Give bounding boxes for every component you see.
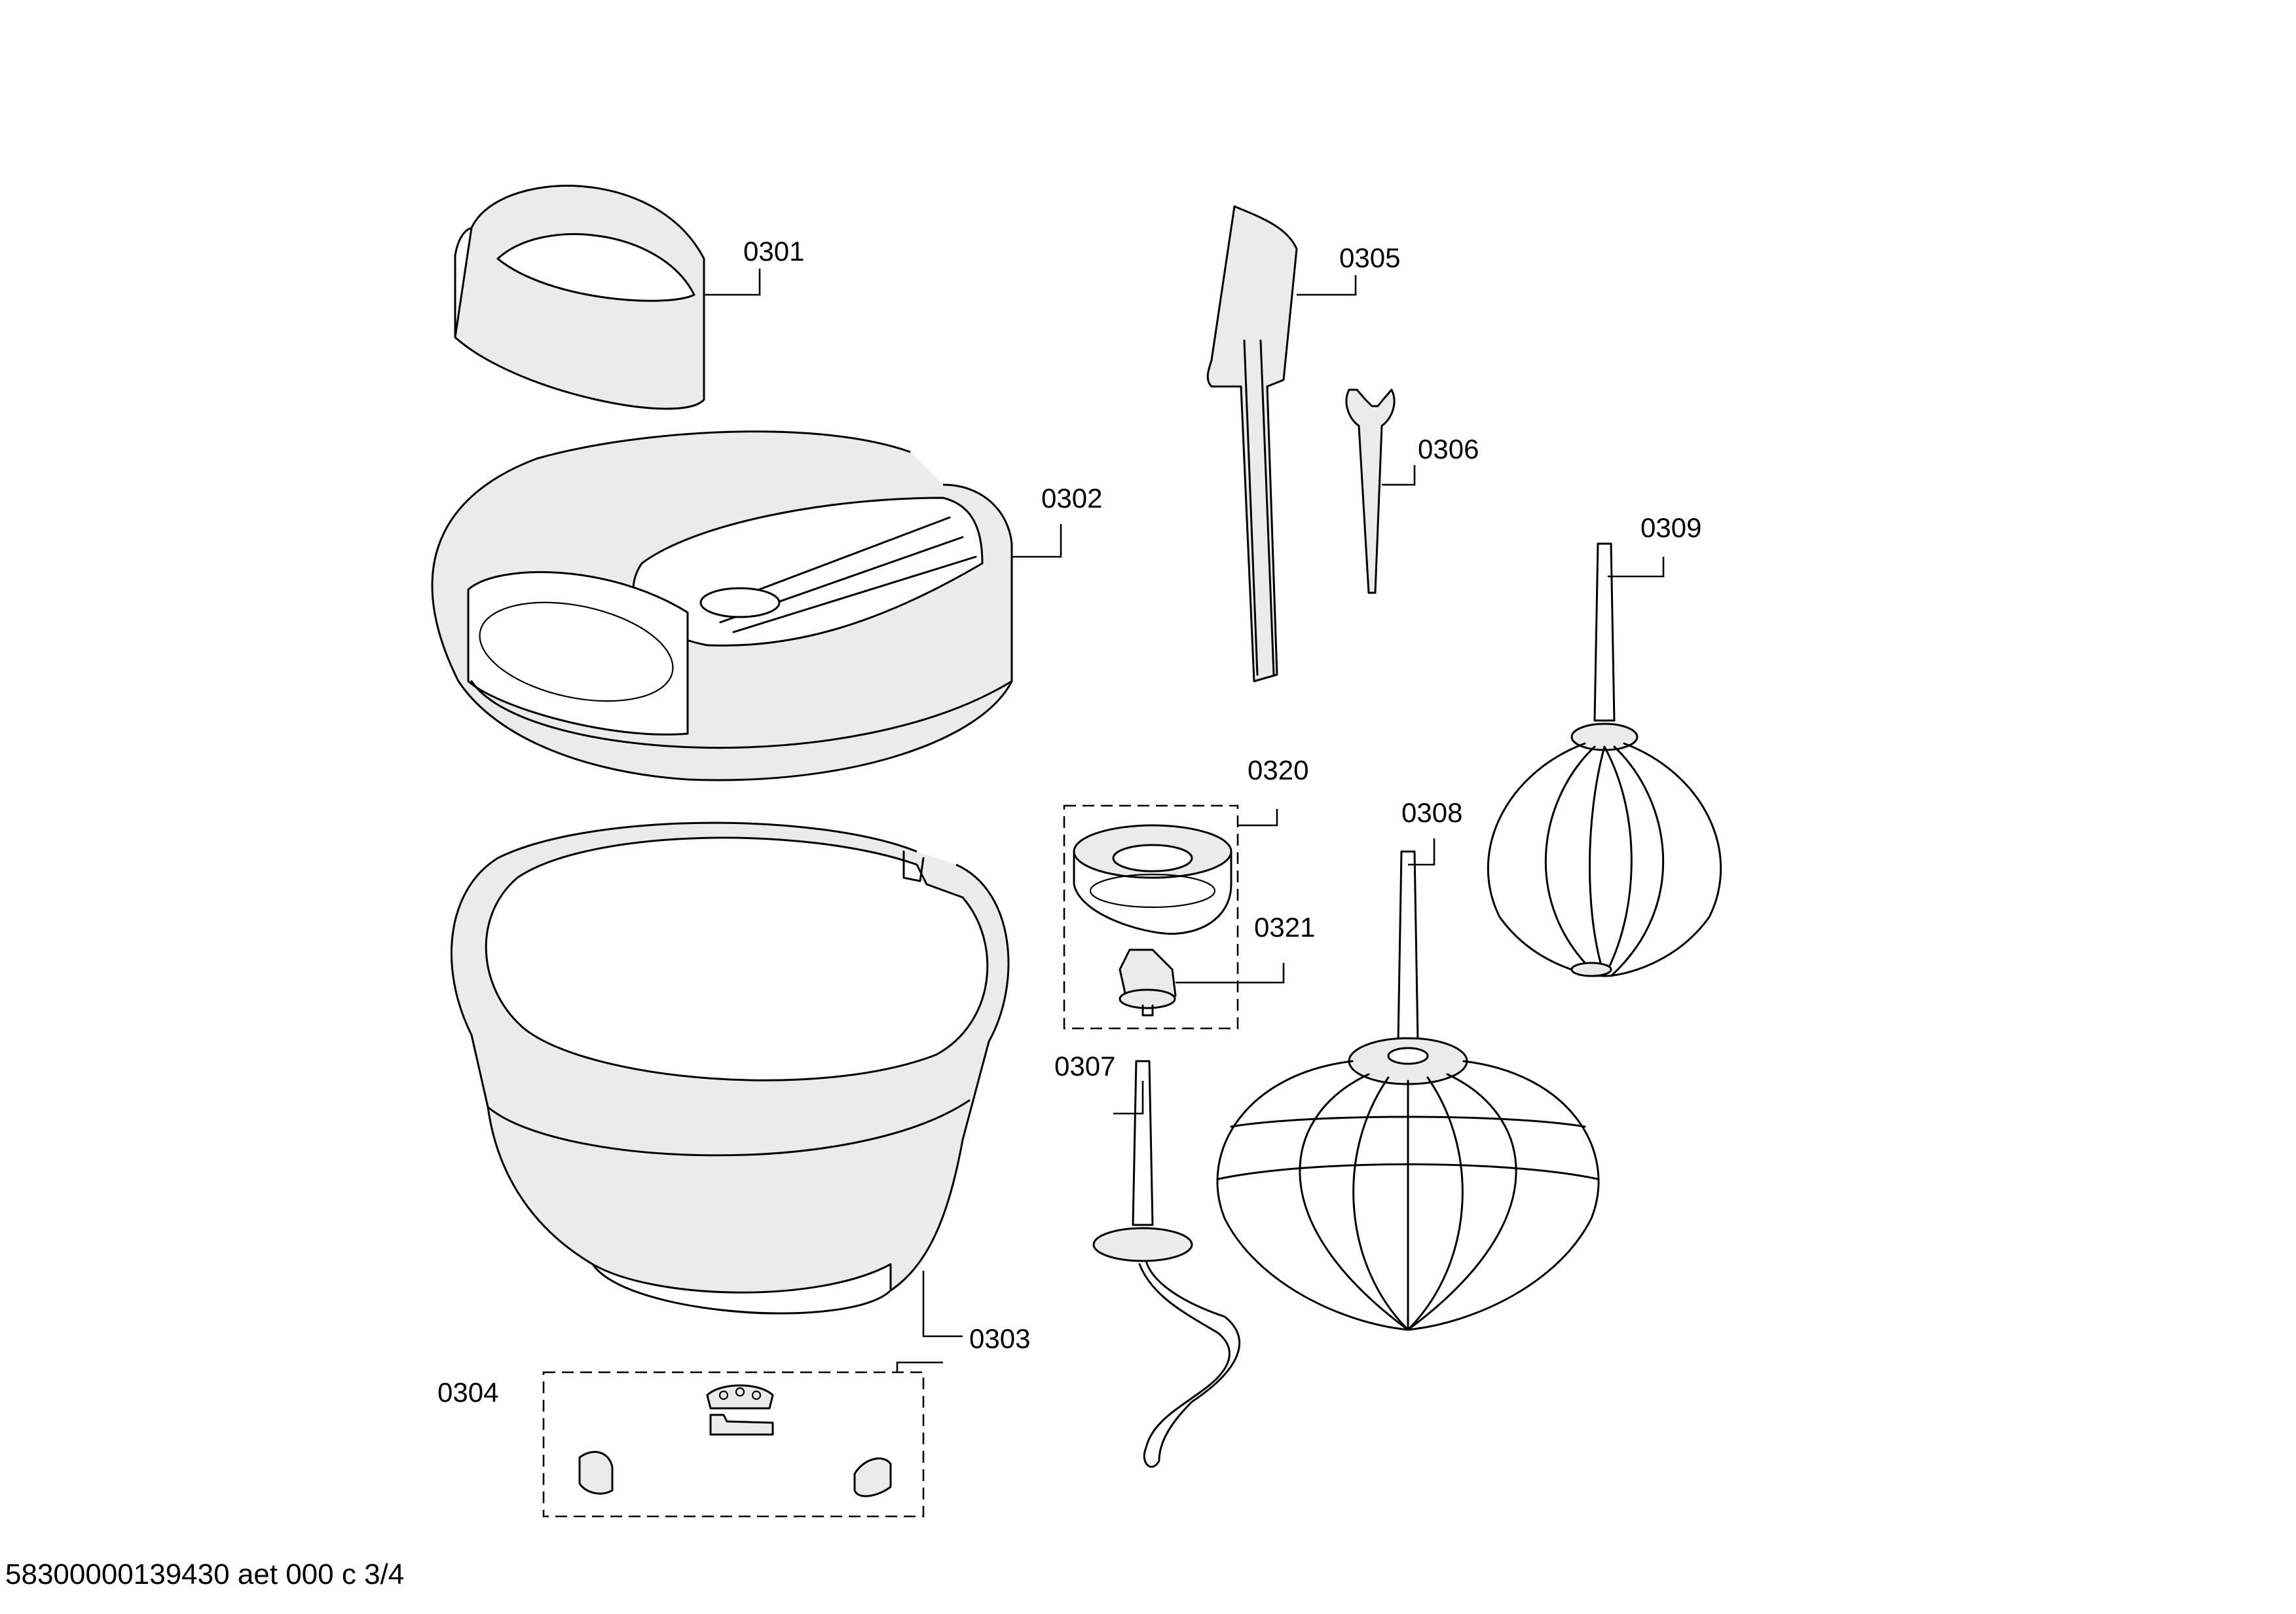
part-0309-balloon-whisk — [1487, 542, 1722, 977]
label-0301: 0301 — [743, 236, 804, 267]
part-0302-bowl-lid — [431, 430, 1013, 781]
part-0307-dough-hook — [1092, 1060, 1241, 1468]
part-0320-drive-cover — [1073, 824, 1232, 935]
part-0305-spatula — [1206, 205, 1298, 683]
part-0306-wrench — [1345, 388, 1396, 594]
label-0308: 0308 — [1401, 797, 1462, 828]
label-0307: 0307 — [1054, 1051, 1115, 1081]
label-0304: 0304 — [437, 1377, 498, 1408]
label-0306: 0306 — [1418, 434, 1479, 464]
part-0304-feet-kit — [542, 1371, 925, 1518]
document-footer-id: 58300000139430 aet 000 c 3/4 — [5, 1558, 404, 1590]
part-0321-coupling — [1119, 948, 1177, 1017]
leader-lines — [704, 269, 1665, 1372]
label-0305: 0305 — [1339, 242, 1400, 273]
label-0309: 0309 — [1640, 512, 1701, 543]
label-0303: 0303 — [969, 1323, 1030, 1354]
label-0321: 0321 — [1254, 912, 1315, 943]
part-0308-large-whisk — [1216, 850, 1600, 1331]
label-0302: 0302 — [1041, 483, 1102, 514]
part-0303-mixing-bowl — [451, 821, 1010, 1315]
label-0320: 0320 — [1248, 755, 1308, 785]
part-0301-oval-insert — [454, 185, 705, 410]
